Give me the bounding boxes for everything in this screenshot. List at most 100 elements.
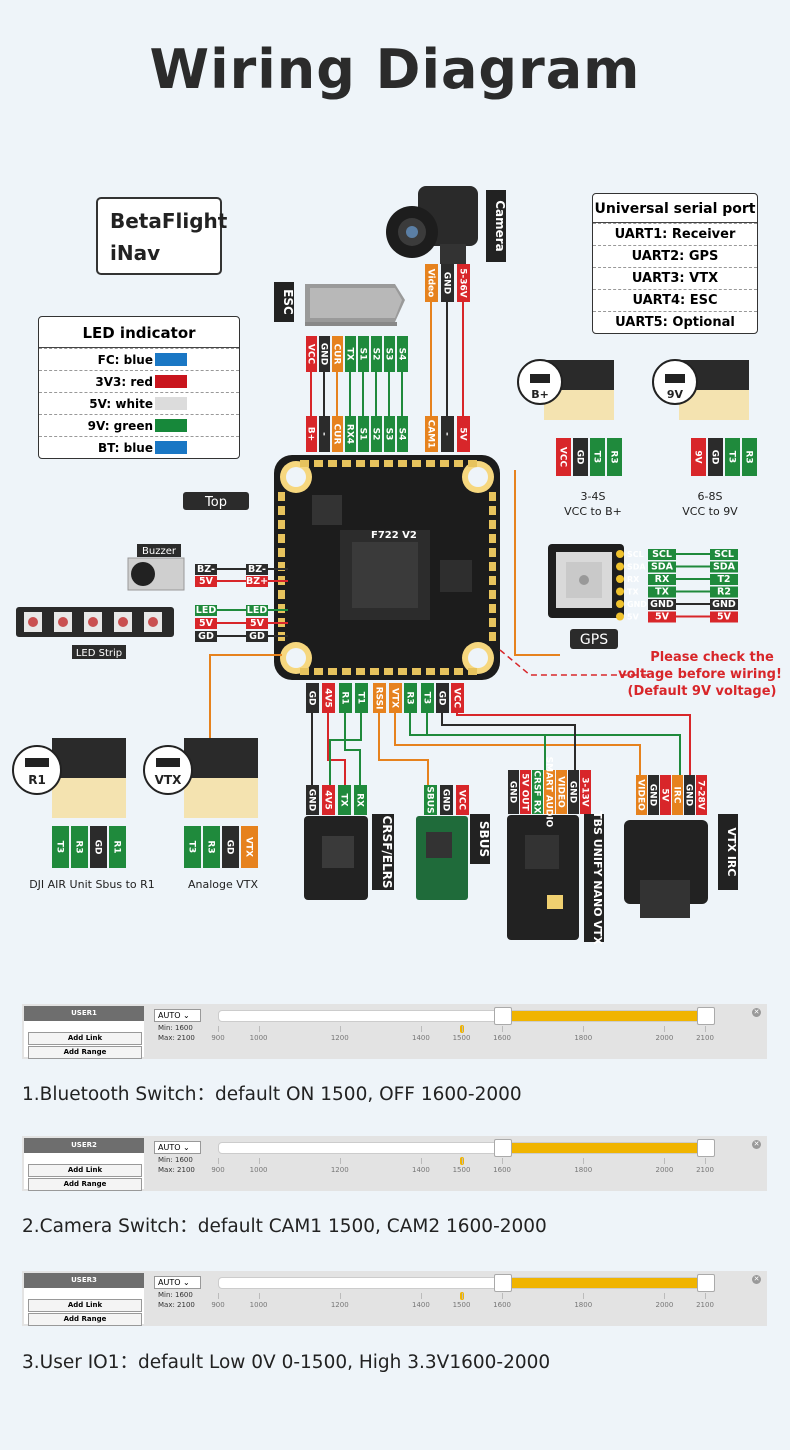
slider-tick-line [218, 1293, 219, 1299]
svg-text:GD: GD [437, 691, 447, 706]
tbs-vtx [507, 815, 579, 940]
sbus-pin: SBUS [424, 785, 437, 815]
board-bottom-pin: 4V5 [322, 683, 335, 713]
slider-tick-line [258, 1026, 260, 1032]
min-label: Min: 1600 [158, 1156, 193, 1164]
led-indicator-label: 9V: green [87, 419, 153, 433]
svg-text:GND: GND [441, 789, 451, 811]
slider-handle-high[interactable] [697, 1139, 715, 1157]
esc-pin-top: S2 [371, 336, 382, 372]
crsf-pin: RX [354, 785, 367, 815]
svg-text:R1: R1 [112, 840, 122, 853]
slider-handle-low[interactable] [494, 1007, 513, 1025]
esc-pin-bottom: RX4 [345, 416, 356, 452]
slider-tick-label: 1500 [452, 1166, 471, 1174]
gps-pin-a: RX [648, 574, 676, 585]
r1-badge: R1 [12, 745, 62, 795]
esc-pin-top: S1 [358, 336, 369, 372]
svg-text:R1: R1 [340, 691, 350, 704]
crsf-receiver [304, 816, 368, 900]
warning-line-3: (Default 9V voltage) [628, 684, 777, 699]
slider-tick-label: 1500 [452, 1034, 471, 1042]
nine-v-note-line2: VCC to 9V [682, 505, 738, 518]
led-indicator-row: 9V: green [39, 414, 239, 436]
svg-text:SDA: SDA [627, 563, 646, 572]
svg-text:5V: 5V [627, 613, 640, 622]
vtx-right-pin: T3 [725, 438, 740, 476]
slider-tick-line [583, 1026, 585, 1032]
add-link-button[interactable]: Add Link [28, 1164, 142, 1177]
esc-pin-bottom: CUR [332, 416, 343, 452]
user-label: USER3 [24, 1273, 144, 1288]
board-bottom-pin: VTX [389, 683, 402, 713]
mode-select[interactable]: AUTO ⌄ [154, 1276, 201, 1289]
slider-tick-label: 1800 [574, 1166, 593, 1174]
close-icon[interactable]: ✕ [752, 1140, 761, 1149]
slider-handle-high[interactable] [697, 1007, 715, 1025]
left-pin-b: 5V [246, 618, 268, 629]
svg-text:T3: T3 [55, 841, 65, 853]
left-pin-b: BZ- [246, 564, 268, 575]
close-icon[interactable]: ✕ [752, 1275, 761, 1284]
led-indicator-row: FC: blue [39, 348, 239, 370]
b-plus-note-line1: 3-4S [581, 490, 606, 503]
switch-caption: 2.Camera Switch：default CAM1 1500, CAM2 … [22, 1216, 547, 1237]
svg-text:VTX: VTX [155, 773, 182, 787]
esc-pin-bottom: S1 [358, 416, 369, 452]
max-label: Max: 2100 [158, 1034, 195, 1042]
add-link-button[interactable]: Add Link [28, 1032, 142, 1045]
add-link-button[interactable]: Add Link [28, 1299, 142, 1312]
add-range-button[interactable]: Add Range [28, 1178, 142, 1191]
left-pin-a: BZ- [195, 564, 217, 575]
svg-text:RSSI: RSSI [374, 687, 384, 710]
svg-text:CAM1: CAM1 [426, 420, 436, 449]
tbs-pin: GND [568, 770, 579, 814]
svg-text:GD: GD [198, 631, 214, 642]
irc-vtx [624, 820, 708, 918]
firmware-box: BetaFlight iNav [96, 197, 228, 275]
slider-tick-line [461, 1026, 463, 1032]
svg-text:RX: RX [355, 793, 365, 807]
close-icon[interactable]: ✕ [752, 1008, 761, 1017]
slider-handle-low[interactable] [494, 1274, 513, 1292]
switch-caption: 3.User IO1：default Low 0V 0-1500, High 3… [22, 1352, 551, 1373]
slider-tick-line [258, 1158, 260, 1164]
board-bottom-pin: RSSI [373, 683, 386, 713]
mode-select[interactable]: AUTO ⌄ [154, 1009, 201, 1022]
svg-text:GND: GND [712, 599, 736, 610]
max-label: Max: 2100 [158, 1166, 195, 1174]
vtx-right-pin: GD [708, 438, 723, 476]
slider-tick-line [461, 1293, 463, 1299]
slider-tick-line [339, 1158, 341, 1164]
svg-text:3-13V: 3-13V [580, 777, 590, 807]
crsf-pin: TX [338, 785, 351, 815]
board-bottom-pin: GD [436, 683, 449, 713]
slider-tick-line [502, 1158, 504, 1164]
svg-text:GD: GD [93, 840, 103, 855]
svg-text:B+: B+ [531, 388, 549, 401]
esc-pin-top: VCC [306, 336, 317, 372]
mode-select[interactable]: AUTO ⌄ [154, 1141, 201, 1154]
svg-text:GND: GND [648, 784, 658, 806]
uart-row: UART5: Optional [593, 311, 757, 333]
add-range-button[interactable]: Add Range [28, 1313, 142, 1326]
slider-left-panel: USER1 Add Link Add Range [24, 1006, 144, 1059]
top-label: Top [204, 495, 227, 510]
slider-tick-label: 900 [211, 1166, 225, 1174]
slider-handle-high[interactable] [697, 1274, 715, 1292]
slider-tick-line [583, 1158, 585, 1164]
svg-text:VCC: VCC [306, 344, 316, 365]
left-pin-a: 5V [195, 576, 217, 587]
slider-tick-label: 1600 [493, 1034, 511, 1042]
slider-handle-low[interactable] [494, 1139, 513, 1157]
uart-row: UART4: ESC [593, 289, 757, 311]
vtx-right-pin: VCC [556, 438, 571, 476]
svg-text:CUR: CUR [332, 344, 342, 365]
firmware-betaflight: BetaFlight [110, 209, 228, 233]
svg-text:T1: T1 [356, 692, 366, 704]
add-range-button[interactable]: Add Range [28, 1046, 142, 1059]
svg-text:IRC: IRC [672, 787, 682, 804]
slider-tick-line [705, 1158, 706, 1164]
